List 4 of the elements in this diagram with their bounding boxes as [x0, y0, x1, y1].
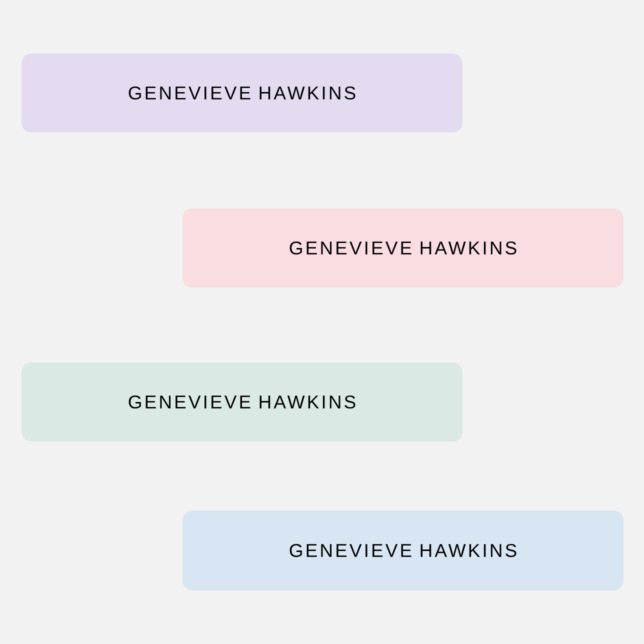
name-label: GENEVIEVE HAWKINS	[22, 362, 462, 442]
name-label: GENEVIEVE HAWKINS	[182, 208, 624, 288]
name-label: GENEVIEVE HAWKINS	[22, 54, 462, 132]
name-label: GENEVIEVE HAWKINS	[182, 510, 624, 590]
